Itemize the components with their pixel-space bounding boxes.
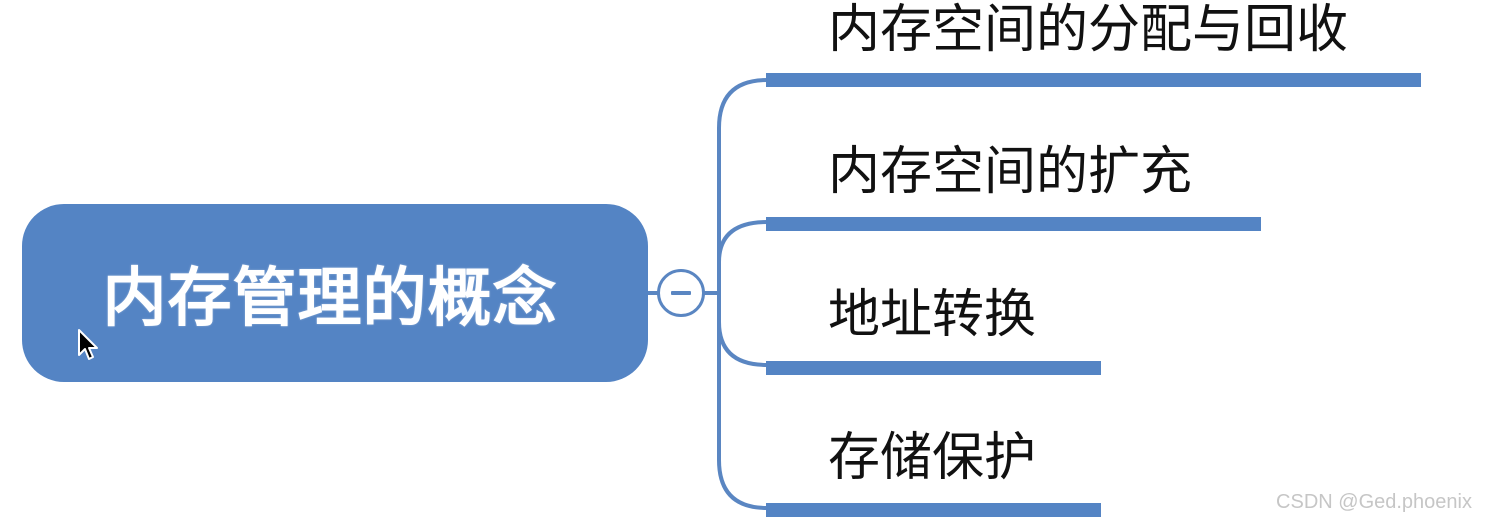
branch-underline-1 xyxy=(766,73,1421,87)
branch-underline-3 xyxy=(766,361,1101,375)
branch-label-1[interactable]: 内存空间的分配与回收 xyxy=(828,0,1349,60)
watermark: CSDN @Ged.phoenix xyxy=(1276,491,1472,513)
branch-underline-4 xyxy=(766,503,1101,517)
branch-label-4[interactable]: 存储保护 xyxy=(828,428,1037,488)
branch-underline-2 xyxy=(766,217,1261,231)
connector-branch-2 xyxy=(717,220,769,264)
collapse-toggle-button[interactable] xyxy=(657,269,705,317)
branch-label-3[interactable]: 地址转换 xyxy=(828,285,1037,345)
mouse-pointer-icon xyxy=(78,329,98,360)
central-topic-label: 内存管理的概念 xyxy=(102,262,558,336)
connector-trunk xyxy=(717,78,769,510)
minus-icon xyxy=(671,291,691,295)
central-topic-node[interactable]: 内存管理的概念 xyxy=(22,204,648,382)
connector-branch-3 xyxy=(717,320,769,367)
branch-label-2[interactable]: 内存空间的扩充 xyxy=(828,142,1193,202)
